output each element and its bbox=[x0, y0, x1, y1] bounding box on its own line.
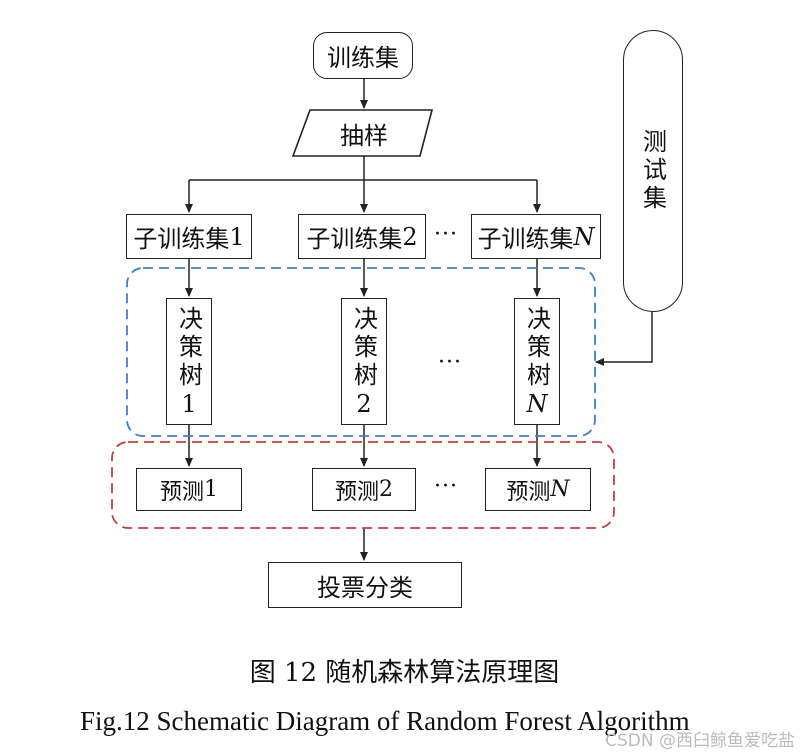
arrow-test-to-trees bbox=[595, 312, 653, 366]
test-set-label: 测试集 bbox=[638, 129, 667, 213]
prediction-ellipsis: ··· bbox=[434, 474, 458, 499]
tree-2-index: 2 bbox=[356, 389, 372, 418]
prediction-1-label: 预测 bbox=[159, 479, 204, 505]
subset-1-prefix: 子训练集 bbox=[133, 225, 230, 253]
subset-ellipsis: ··· bbox=[434, 222, 458, 247]
prediction-group-outline bbox=[111, 441, 615, 529]
subset-1-index: 1 bbox=[229, 222, 245, 251]
prediction-1-index: 1 bbox=[204, 477, 218, 502]
subset-2-index: 2 bbox=[402, 222, 418, 251]
watermark: CSDN @西臼鲸鱼爱吃盐 bbox=[605, 731, 795, 751]
tree-n-label: 决策树 bbox=[522, 305, 551, 390]
subset-n-prefix: 子训练集 bbox=[477, 225, 574, 253]
vote-label: 投票分类 bbox=[317, 573, 413, 602]
vote-node: 投票分类 bbox=[268, 562, 462, 608]
caption-chinese: 图 12 随机森林算法原理图 bbox=[249, 658, 560, 688]
test-set-node: 测试集 bbox=[623, 30, 683, 312]
tree-1-label: 决策树 bbox=[174, 305, 203, 390]
tree-2-label: 决策树 bbox=[349, 305, 378, 390]
training-set-label: 训练集 bbox=[327, 44, 399, 72]
prediction-n-index: N bbox=[550, 477, 570, 502]
prediction-n-label: 预测 bbox=[506, 479, 551, 505]
tree-2-node: 决策树 2 bbox=[341, 298, 387, 425]
subset-2-prefix: 子训练集 bbox=[306, 225, 403, 253]
prediction-2-label: 预测 bbox=[334, 479, 379, 505]
training-set-node: 训练集 bbox=[313, 32, 413, 79]
subset-n-index: N bbox=[573, 222, 595, 251]
tree-1-node: 决策树 1 bbox=[166, 298, 212, 425]
sampling-node: 抽样 bbox=[300, 110, 428, 156]
sampling-shape bbox=[291, 109, 434, 157]
prediction-2-index: 2 bbox=[379, 477, 393, 502]
caption-english: Fig.12 Schematic Diagram of Random Fores… bbox=[80, 706, 690, 736]
sampling-label: 抽样 bbox=[340, 121, 388, 150]
tree-n-node: 决策树 N bbox=[514, 298, 560, 425]
tree-1-index: 1 bbox=[181, 389, 197, 418]
tree-group-outline bbox=[126, 267, 596, 437]
tree-ellipsis: ··· bbox=[438, 350, 462, 375]
tree-n-index: N bbox=[526, 389, 548, 418]
